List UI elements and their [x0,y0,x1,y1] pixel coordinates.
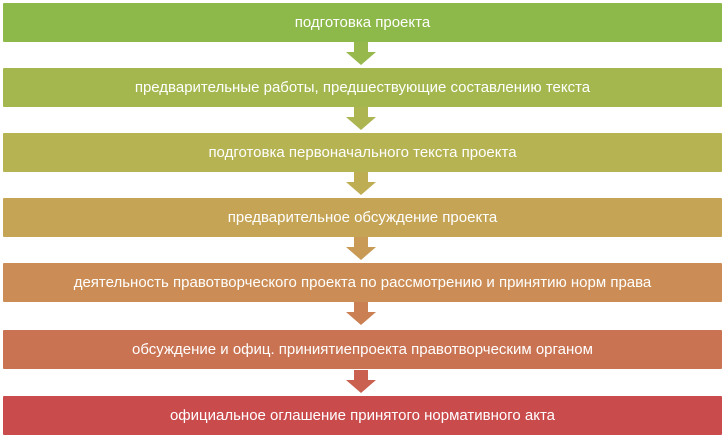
step-project-preparation: подготовка проекта [3,3,722,42]
step-label: подготовка проекта [294,14,431,31]
down-arrow-icon [346,370,376,393]
step-label: деятельность правотворческого проекта по… [73,274,652,291]
step-discussion-and-adoption: обсуждение и офиц. приниятиепроекта прав… [3,330,722,369]
step-official-publication: официальное оглашение принятого норматив… [3,396,722,435]
step-preliminary-discussion: предварительное обсуждение проекта [3,198,722,237]
step-label: официальное оглашение принятого норматив… [169,407,556,424]
down-arrow-icon [346,237,376,260]
step-label: предварительное обсуждение проекта [227,209,498,226]
step-lawmaking-activity: деятельность правотворческого проекта по… [3,263,722,302]
step-label: подготовка первоначального текста проект… [208,144,517,161]
down-arrow-icon [346,107,376,130]
step-label: предварительные работы, предшествующие с… [134,79,591,96]
step-preliminary-works: предварительные работы, предшествующие с… [3,68,722,107]
step-initial-text-preparation: подготовка первоначального текста проект… [3,133,722,172]
step-label: обсуждение и офиц. приниятиепроекта прав… [132,341,593,358]
down-arrow-icon [346,302,376,325]
down-arrow-icon [346,42,376,65]
down-arrow-icon [346,172,376,195]
